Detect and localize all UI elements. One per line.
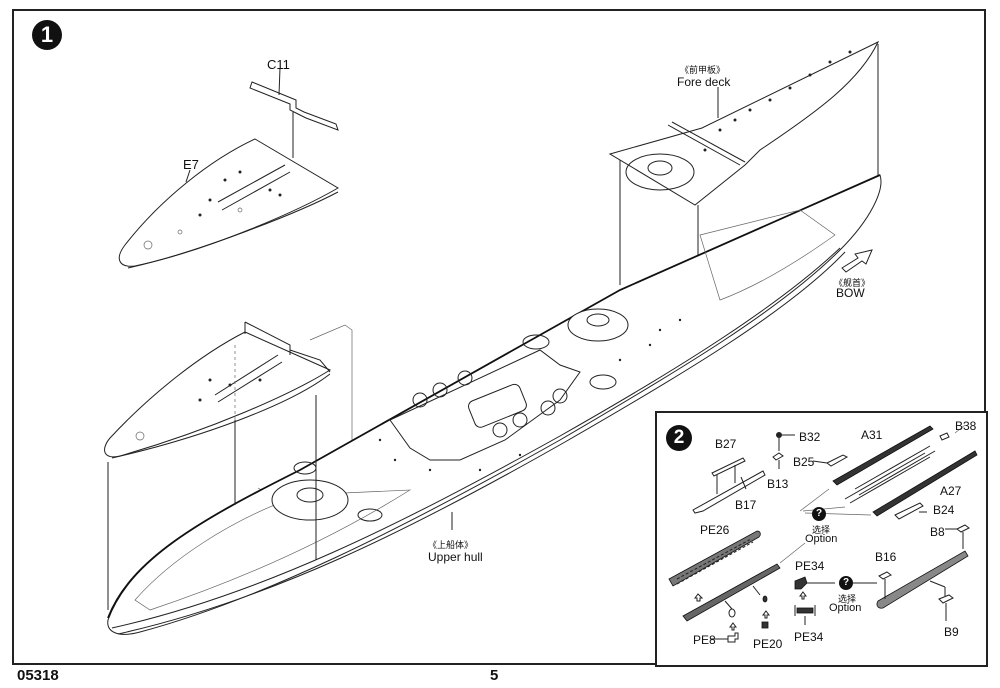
aft-deck-assembly-drawing [104,321,353,493]
part-pe26-drawing [668,530,761,587]
part-label-c11: C11 [267,57,290,72]
part-label-pe8: PE8 [693,633,716,647]
part-c11-drawing [249,67,339,158]
part-label-b25: B25 [793,455,815,469]
part-label-b27: B27 [715,437,737,451]
question-mark-icon: ? [839,576,853,590]
part-label-pe34-top: PE34 [795,559,825,573]
part-label-b38: B38 [955,419,977,433]
option-label: Option [805,533,838,545]
option-label-cn: 选择 [812,525,831,535]
kit-number: 05318 [17,667,59,684]
step1-frame [12,9,986,665]
part-label-a27: A27 [940,484,962,498]
part-pe34-drawing [794,576,877,625]
bow-label-cn: 《舰首》 [834,278,871,288]
part-label-b17: B17 [735,498,757,512]
part-b25-drawing [812,454,849,467]
part-label-pe26: PE26 [700,523,730,537]
step2-illustration [668,424,978,643]
fore-deck-label-cn: 《前甲板》 [680,65,726,75]
part-label-e7: E7 [183,157,199,172]
option-label-cn: 选择 [838,594,857,604]
upper-hull-label-cn: 《上船体》 [428,540,474,550]
part-rail-pe-drawing [682,542,806,643]
part-b27-b17-drawing [692,457,766,514]
part-b32-b13-drawing [772,432,795,469]
part-label-b9: B9 [944,625,959,639]
question-mark-icon: ? [812,507,826,521]
part-label-a31: A31 [861,428,883,442]
part-label-pe20: PE20 [753,637,783,651]
part-label-b24: B24 [933,503,955,517]
part-b16-b8-b9-drawing [876,524,970,621]
step-1-badge: 1 [32,20,62,50]
upper-hull-label: Upper hull [428,550,483,564]
fore-deck-drawing [608,40,880,335]
option-label: Option [829,602,862,614]
page-number: 5 [490,667,499,684]
direction-arrow-icon [841,249,873,273]
part-e7-drawing [118,138,339,269]
step2-panel: 2 B27 B17 B32 B13 B25 A31 B38 A27 B24 PE… [655,411,988,667]
part-label-b8: B8 [930,525,945,539]
step-2-badge: 2 [666,425,692,451]
upper-hull-drawing [107,174,882,635]
fore-deck-label: Fore deck [677,75,731,89]
part-label-b32: B32 [799,430,821,444]
part-label-b16: B16 [875,550,897,564]
part-label-pe34-bottom: PE34 [794,630,824,644]
part-label-b13: B13 [767,477,789,491]
bow-label: BOW [836,286,865,300]
part-a31-a27-drawing [799,424,978,520]
